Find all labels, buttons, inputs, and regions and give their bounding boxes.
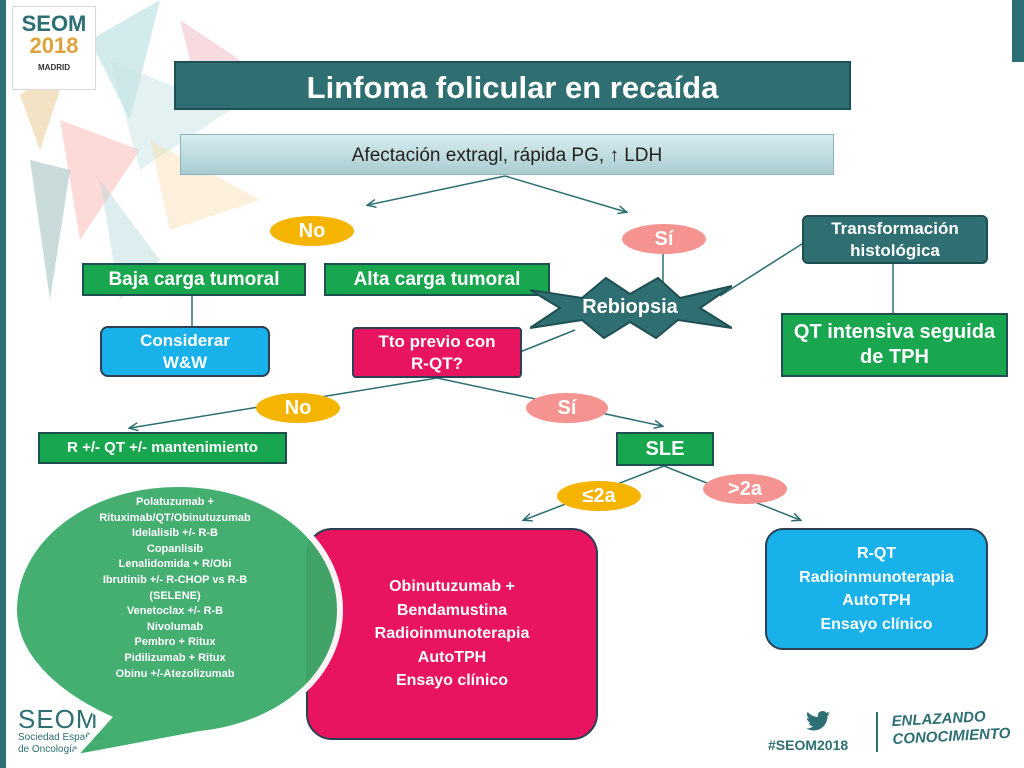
treatment-le2-item: Bendamustina bbox=[396, 601, 508, 619]
twitter-icon[interactable] bbox=[806, 710, 830, 732]
logo-text-year: 2018 bbox=[29, 33, 79, 58]
branch-si-label: Sí bbox=[622, 224, 706, 254]
branch-si-label-2: Sí bbox=[526, 393, 608, 423]
slide-title: Linfoma folicular en recaída bbox=[174, 61, 851, 110]
new-agent-item: Ibrutinib +/- R-CHOP vs R-B bbox=[102, 573, 248, 586]
left-accent-bar bbox=[0, 0, 6, 768]
new-agent-item: (SELENE) bbox=[149, 589, 201, 602]
transformation-box: Transformación histológica bbox=[802, 215, 988, 264]
intensive-qt-box: QT intensiva seguida de TPH bbox=[781, 313, 1008, 377]
treatment-le2-item: AutoTPH bbox=[417, 648, 487, 666]
treatment-le2-item: Radioinmunoterapia bbox=[374, 625, 530, 643]
right-accent-bar bbox=[1012, 0, 1024, 62]
branch-no-label-2: No bbox=[256, 393, 340, 423]
treatment-gt2-item: Ensayo clínico bbox=[820, 615, 933, 633]
treatments-le2-box: Obinutuzumab + Bendamustina Radioinmunot… bbox=[306, 528, 598, 740]
new-agent-item: Nivolumab bbox=[146, 620, 204, 633]
logo-text-seom: SEOM bbox=[21, 11, 87, 36]
r-qt-maintenance-box: R +/- QT +/- mantenimiento bbox=[38, 432, 287, 464]
branch-no-label: No bbox=[270, 216, 354, 246]
logo-text-city: MADRID bbox=[38, 63, 70, 72]
congress-motto: ENLAZANDO CONOCIMIENTO bbox=[891, 707, 1011, 749]
watch-and-wait-box: Considerar W&W bbox=[100, 326, 270, 377]
rebiopsia-starburst bbox=[530, 276, 732, 340]
previous-rqt-question-box: Tto previo con R-QT? bbox=[352, 327, 522, 378]
new-agent-item: Idelalisib +/- R-B bbox=[132, 527, 218, 540]
new-agent-item: Venetoclax +/- R-B bbox=[126, 605, 224, 618]
footer-separator bbox=[876, 712, 878, 752]
treatments-gt2-box: R-QT Radioinmunoterapia AutoTPH Ensayo c… bbox=[765, 528, 988, 650]
new-agent-item: Rituximab/QT/Obinutuzumab bbox=[99, 511, 251, 524]
branch-le2-label: ≤2a bbox=[557, 481, 641, 511]
new-agents-speech-bubble bbox=[10, 480, 344, 760]
seom-2018-logo: SEOM 2018 MADRID bbox=[12, 6, 96, 90]
treatment-gt2-item: Radioinmunoterapia bbox=[799, 568, 954, 586]
low-tumor-burden-box: Baja carga tumoral bbox=[82, 263, 306, 296]
new-agent-item: Polatuzumab + bbox=[136, 496, 214, 508]
high-tumor-burden-box: Alta carga tumoral bbox=[324, 263, 550, 296]
new-agents-list: Polatuzumab + Rituximab/QT/Obinutuzumab … bbox=[60, 495, 290, 682]
treatment-gt2-item: AutoTPH bbox=[842, 592, 911, 609]
decision-question-box: Afectación extragl, rápida PG, ↑ LDH bbox=[180, 134, 834, 175]
new-agent-item: Copanlisib bbox=[146, 542, 204, 555]
branch-gt2-label: >2a bbox=[703, 474, 787, 504]
new-agent-item: Lenalidomida + R/Obi bbox=[118, 558, 232, 571]
hashtag-text[interactable]: #SEOM2018 bbox=[768, 737, 849, 753]
decorative-background bbox=[20, 0, 260, 300]
new-agent-item: Pidilizumab + Ritux bbox=[124, 651, 226, 664]
treatment-le2-item: Obinutuzumab + bbox=[389, 578, 515, 596]
new-agent-item: Pembro + Ritux bbox=[134, 636, 216, 649]
rebiopsia-label: Rebiopsia bbox=[582, 296, 678, 318]
new-agent-item: Obinu +/-Atezolizumab bbox=[115, 667, 235, 680]
treatment-gt2-item: R-QT bbox=[856, 545, 897, 562]
sle-box: SLE bbox=[616, 432, 714, 466]
treatment-le2-item: Ensayo clínico bbox=[395, 672, 509, 690]
